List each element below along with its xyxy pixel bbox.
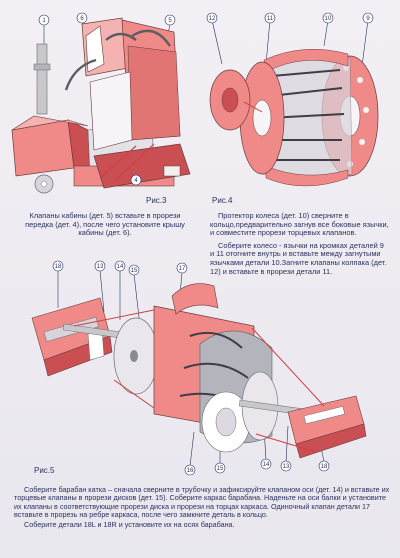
figure-5-drum-illustration: 18 13 14 15 17 16 15 14 13 18: [31, 260, 367, 476]
fig5-paragraph-2: Соберите детали 18L и 18R и установите и…: [24, 520, 235, 530]
figure-5-instructions: Соберите барабан катка – сначала свернит…: [14, 485, 390, 530]
callout-10: 10: [325, 16, 332, 22]
figure-3-instructions: Клапаны кабины (дет. 5) вставьте в проре…: [16, 211, 194, 238]
callout-18-left: 18: [55, 264, 62, 270]
callout-1: 1: [42, 18, 46, 24]
callout-18-right: 18: [321, 464, 328, 470]
callout-9: 9: [366, 16, 370, 22]
callout-4: 4: [134, 178, 138, 184]
callout-16: 16: [187, 468, 194, 474]
callout-12: 12: [209, 16, 216, 22]
callout-15-left: 15: [131, 268, 138, 274]
fig3-paragraph: Клапаны кабины (дет. 5) вставьте в проре…: [25, 211, 185, 238]
figure-5-caption: Рис.5: [34, 466, 55, 475]
callout-17: 17: [179, 266, 186, 272]
callout-13-right: 13: [283, 464, 290, 470]
figure-4-caption: Рис.4: [212, 196, 233, 205]
callout-5: 5: [168, 18, 172, 24]
callout-15-right: 15: [217, 466, 224, 472]
callout-13-left: 13: [97, 264, 104, 270]
fig4-paragraph-2: Соберите колесо - язычки на кромках дета…: [210, 240, 387, 276]
fig5-paragraph-1: Соберите барабан катка – сначала свернит…: [14, 485, 390, 519]
figure-4-instructions: Протектор колеса (дет. 10) сверните в ко…: [210, 211, 390, 276]
callout-11: 11: [267, 16, 274, 22]
callout-6: 6: [80, 16, 84, 22]
fig4-paragraph-1: Протектор колеса (дет. 10) сверните в ко…: [210, 211, 389, 238]
figure-4-wheel-illustration: 12 11 10 9: [206, 12, 379, 187]
figure-3-cabin-illustration: 1 6 5 4: [11, 12, 191, 194]
figure-3-caption: Рис.3: [146, 196, 167, 205]
callout-14-right: 14: [263, 462, 270, 468]
callout-14-left: 14: [117, 264, 124, 270]
